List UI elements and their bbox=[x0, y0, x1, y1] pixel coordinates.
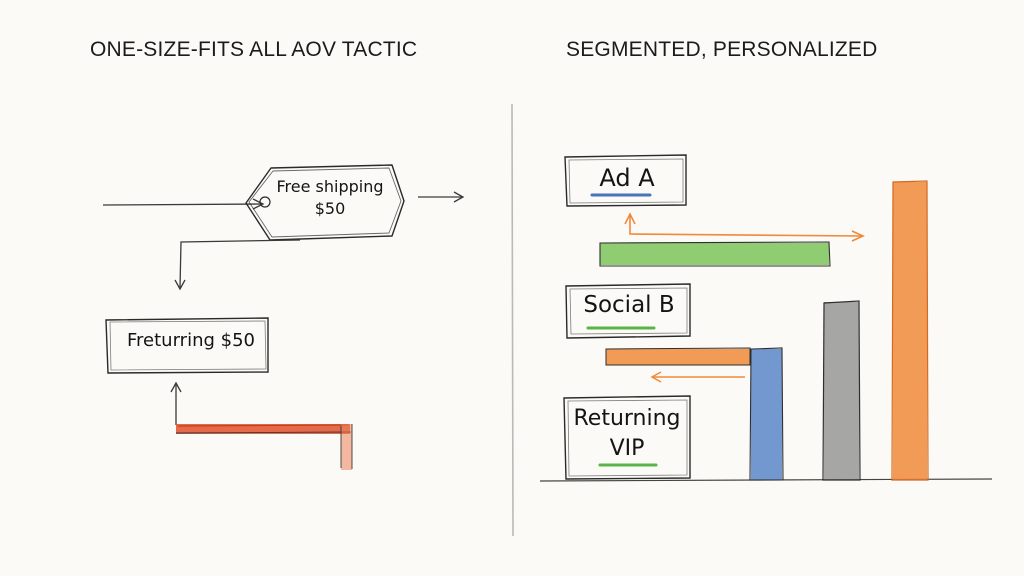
down-elbow-arrow bbox=[174, 239, 301, 291]
orange-left-arrow bbox=[650, 371, 745, 383]
price-tag-label: Free shipping $50 bbox=[270, 176, 390, 220]
ad-a-box bbox=[564, 154, 687, 207]
ad-a-arrow bbox=[624, 212, 865, 242]
price-tag-line2: $50 bbox=[314, 199, 346, 218]
social-b-label: Social B bbox=[583, 292, 675, 318]
outgoing-arrow bbox=[418, 191, 465, 203]
vip-label: VIP bbox=[609, 436, 645, 461]
price-tag-line1: Free shipping bbox=[276, 177, 384, 196]
orange-tall-bar bbox=[891, 180, 929, 481]
tag-hole-icon bbox=[259, 196, 271, 208]
returning-label: Returning bbox=[573, 406, 681, 431]
gray-bar bbox=[822, 300, 861, 481]
orange-bar bbox=[605, 347, 751, 366]
incoming-arrow bbox=[102, 198, 265, 210]
red-bar bbox=[175, 424, 353, 470]
blue-bar bbox=[749, 347, 784, 481]
returning-vip-label: Returning VIP bbox=[566, 404, 688, 464]
up-arrow bbox=[170, 381, 182, 425]
left-panel-heading: ONE-SIZE-FITS ALL AOV TACTIC bbox=[90, 38, 418, 61]
result-box bbox=[105, 317, 269, 374]
returning-vip-box bbox=[563, 395, 691, 480]
result-box-label: Freturring $50 bbox=[127, 330, 255, 351]
green-bar bbox=[599, 241, 831, 267]
right-panel-heading: SEGMENTED, PERSONALIZED bbox=[566, 38, 878, 61]
panel-divider bbox=[511, 103, 514, 537]
social-b-box bbox=[565, 283, 691, 339]
ad-a-label: Ad A bbox=[599, 164, 655, 192]
